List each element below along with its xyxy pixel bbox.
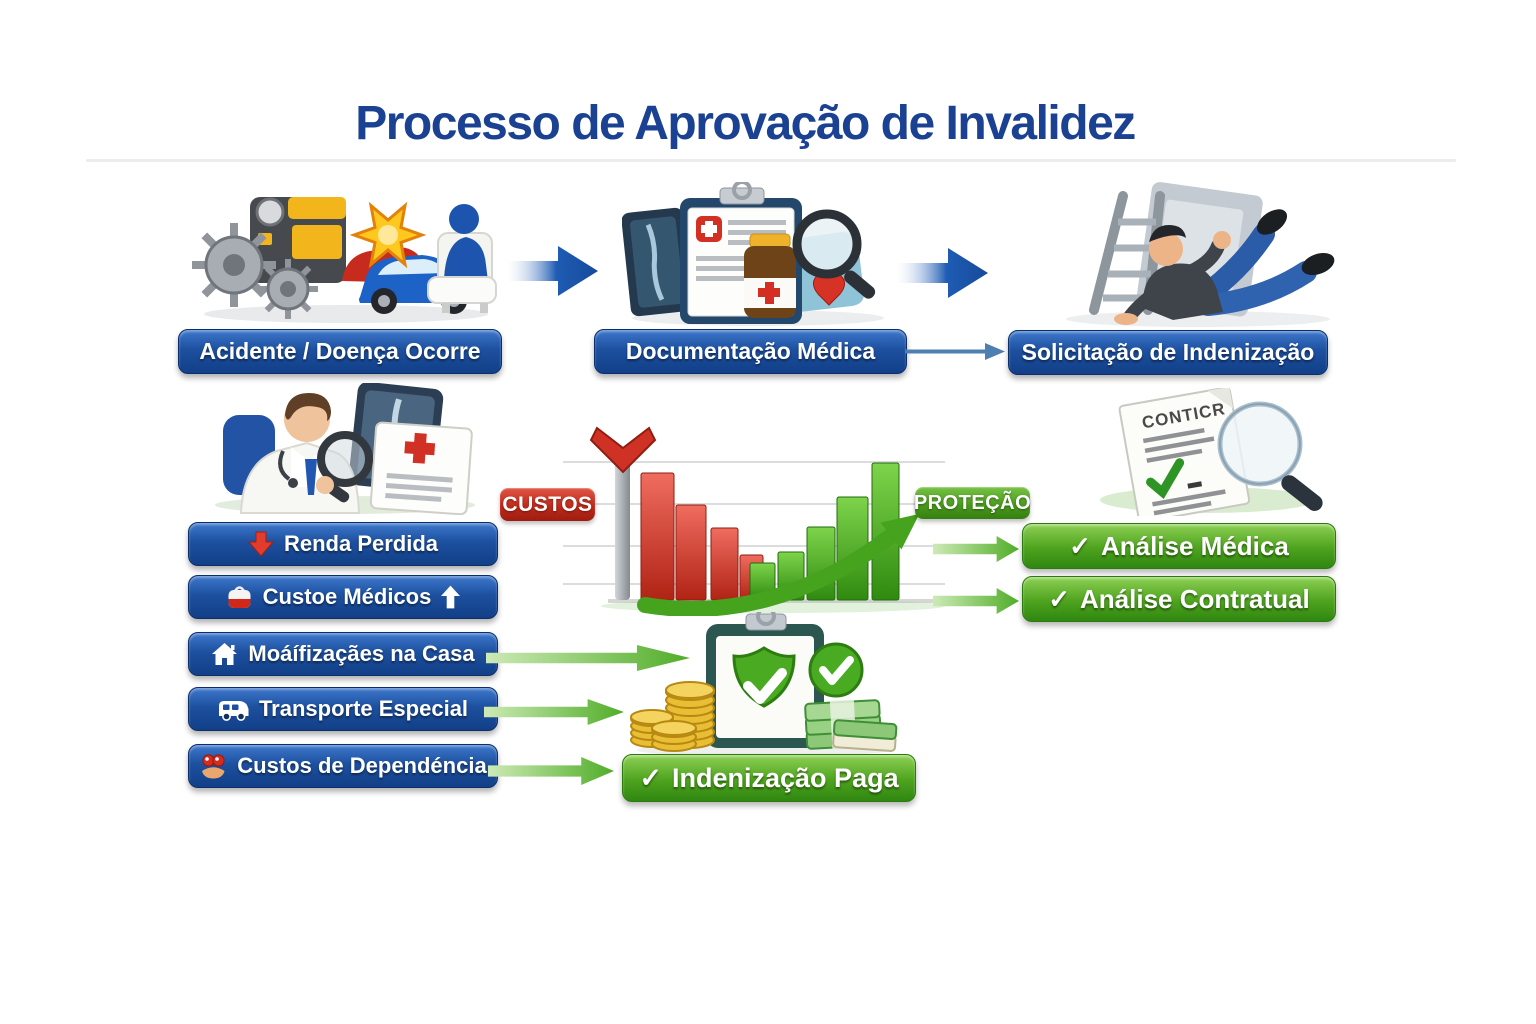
- magnifier-icon: [1217, 401, 1323, 511]
- money-stacks: [804, 699, 898, 752]
- title-divider: [86, 159, 1456, 162]
- check-icon: ✓: [639, 762, 663, 793]
- rising-green-arrow: [637, 528, 899, 616]
- cost-item-label: Renda Perdida: [283, 531, 439, 556]
- step-label-text: Documentação Médica: [625, 338, 876, 364]
- green-arrow-icon: [488, 757, 614, 785]
- custos-badge: CUSTOS: [500, 488, 595, 521]
- van-icon: [218, 700, 249, 721]
- doctor-review-illustration: [215, 383, 475, 515]
- step-label-text: Acidente / Doença Ocorre: [199, 338, 481, 364]
- green-check-circle-icon: [808, 642, 864, 698]
- check-icon: [1146, 458, 1185, 500]
- flow-arrow-right-icon: [896, 248, 988, 298]
- step-accident-label: Acidente / Doença Ocorre: [178, 329, 502, 374]
- falling-man: [1114, 209, 1335, 325]
- contract-document: CONTICR: [1118, 388, 1251, 516]
- page-title: Processo de Aprovação de Invalidez: [355, 97, 1136, 150]
- payout-illustration: [630, 612, 898, 757]
- red-down-arrow-icon: [589, 426, 657, 474]
- cost-item-custos-medicos: Custoe Médicos: [188, 575, 498, 619]
- cost-item-modificacoes-casa: Moáífizaçães na Casa: [188, 632, 498, 676]
- xray-film: [622, 207, 693, 317]
- check-icon: ✓: [1069, 530, 1091, 561]
- analysis-label: Análise Médica: [1100, 530, 1289, 561]
- analise-contratual-button: ✓ Análise Contratual: [1022, 576, 1336, 622]
- cost-item-label: Transporte Especial: [258, 696, 469, 721]
- costs-protection-chart: [563, 426, 945, 616]
- gear-icon: [258, 259, 318, 319]
- accident-illustration: [192, 197, 497, 323]
- pole: [615, 450, 630, 600]
- gear-icon: [192, 223, 276, 307]
- connector-arrow-icon: [905, 343, 1005, 360]
- analise-medica-button: ✓ Análise Médica: [1022, 523, 1336, 569]
- dependents-care-icon: [202, 754, 225, 779]
- green-arrow-icon: [484, 699, 624, 725]
- magnifier-icon: [316, 431, 373, 503]
- white-up-arrow-icon: [441, 585, 461, 609]
- magnifier-icon: [792, 209, 876, 299]
- first-aid-kit-icon: [228, 586, 251, 608]
- approved-clipboard: [706, 612, 824, 748]
- cost-item-label: Moáífizaçães na Casa: [248, 641, 475, 666]
- red-down-arrow-icon: [247, 531, 274, 557]
- step-claim-label: Solicitação de Indenização: [1008, 330, 1328, 375]
- analysis-label: Análise Contratual: [1080, 583, 1310, 614]
- contract-review-illustration: CONTICR: [1100, 388, 1323, 516]
- indenizacao-paga-button: ✓ Indenização Paga: [622, 754, 916, 802]
- cost-item-label: Custos de Dependéncia: [237, 753, 487, 778]
- cost-item-renda-perdida: Renda Perdida: [188, 522, 498, 566]
- medical-report: [369, 421, 473, 515]
- flow-arrow-right-icon: [506, 246, 598, 296]
- cost-item-label: Custoe Médicos: [262, 584, 432, 609]
- medical-documents-illustration: [622, 182, 884, 326]
- house-icon: [212, 642, 238, 665]
- payout-label: Indenização Paga: [672, 762, 899, 793]
- green-arrow-icon: [486, 645, 690, 671]
- cost-item-custos-dependencia: Custos de Dependéncia: [188, 744, 498, 788]
- step-documentation-label: Documentação Médica: [594, 329, 907, 374]
- step-label-text: Solicitação de Indenização: [1021, 339, 1315, 365]
- green-arrow-icon: [933, 588, 1019, 614]
- injured-person: [449, 204, 479, 234]
- chart-bars: [640, 462, 900, 601]
- check-icon: ✓: [1048, 583, 1071, 614]
- green-arrow-icon: [933, 536, 1019, 562]
- protecao-badge: PROTEÇÃO: [914, 487, 1031, 519]
- rising-green-arrowhead: [880, 513, 920, 550]
- medicine-bottle: [744, 233, 796, 318]
- falling-man-illustration: [1066, 182, 1335, 327]
- coin-stacks: [630, 681, 715, 752]
- cost-item-transporte-especial: Transporte Especial: [188, 687, 498, 731]
